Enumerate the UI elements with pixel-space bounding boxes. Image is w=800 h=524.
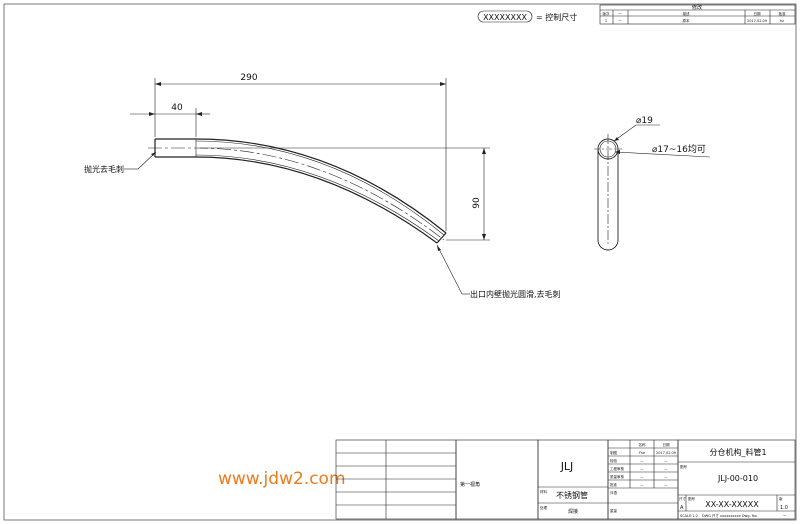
- pipe-centerline: [148, 147, 445, 241]
- svg-text:一: 一: [618, 12, 622, 16]
- svg-text:一: 一: [783, 514, 787, 518]
- svg-text:—: —: [664, 467, 668, 471]
- legend-equals-text: = 控制尺寸: [536, 12, 577, 22]
- svg-text:一: 一: [618, 19, 622, 23]
- svg-text:描述: 描述: [683, 11, 691, 16]
- pipe-inner-bottom: [195, 154, 440, 242]
- svg-text:质量审核: 质量审核: [610, 474, 624, 479]
- svg-text:版次: 版次: [603, 11, 611, 16]
- dim-90-text: 90: [472, 197, 482, 209]
- svg-text:图号: 图号: [680, 464, 688, 469]
- pipe-bottom-edge: [155, 156, 438, 244]
- svg-text:—: —: [640, 459, 644, 463]
- dim-vertical-drop: 90: [200, 147, 490, 241]
- title-block: 第一视角 JLJ 材料 不锈钢管 处理 焊接 名称 日期 制图 Fse 2017…: [335, 439, 796, 520]
- svg-text:材料: 材料: [540, 489, 548, 494]
- svg-text:名称: 名称: [639, 442, 647, 447]
- svg-text:SCALE:1:2: SCALE:1:2: [680, 514, 698, 518]
- svg-text:版: 版: [779, 496, 783, 501]
- svg-text:尺寸: 尺寸: [679, 496, 687, 501]
- pipe-outlet-end: [436, 232, 447, 244]
- process-value: 焊接: [568, 508, 578, 515]
- svg-text:—: —: [664, 475, 668, 479]
- svg-text:xxxxxxxxxx Dwg. No.: xxxxxxxxxx Dwg. No.: [720, 514, 758, 518]
- svg-text:原本: 原本: [683, 18, 691, 23]
- svg-text:2017.02.09: 2017.02.09: [656, 451, 676, 455]
- legend-box-text: XXXXXXXX: [483, 13, 527, 22]
- dim-overall-length: 290: [154, 73, 447, 231]
- pipe-inner-top: [195, 140, 445, 236]
- svg-text:Fse: Fse: [639, 451, 645, 455]
- legend-controlled-dim-box: [477, 10, 533, 23]
- revision-value: 1.0: [780, 505, 788, 511]
- svg-text:批准: 批准: [610, 482, 618, 487]
- dwg-number: XX-XX-XXXXX: [705, 500, 759, 509]
- drawing-number: JLJ-00-010: [717, 474, 758, 483]
- dim-straight-length: 40: [130, 103, 210, 137]
- note-outlet-text: 出口内壁抛光圆滑,去毛刺: [470, 289, 561, 299]
- pipe-section-view: ⌀19 ⌀17~16均可: [594, 116, 711, 251]
- svg-text:重量: 重量: [610, 508, 618, 513]
- svg-text:2017.02.09: 2017.02.09: [747, 19, 767, 23]
- svg-text:日期: 日期: [754, 11, 762, 16]
- sheet-border: [3, 3, 797, 521]
- material-value: 不锈钢管: [556, 490, 588, 500]
- revision-table: 修改 版次 一 描述 日期 批准 1 一 原本 2017.02.09 hz: [599, 4, 796, 25]
- view-angle-label: 第一视角: [460, 481, 480, 488]
- svg-text:—: —: [664, 483, 668, 487]
- note-left-end-text: 抛光去毛刺: [84, 164, 124, 174]
- svg-text:hz: hz: [780, 19, 784, 23]
- note-outlet: 出口内壁抛光圆滑,去毛刺: [436, 244, 561, 299]
- svg-text:1: 1: [605, 19, 607, 23]
- watermark: www.jdw2.com: [218, 469, 346, 489]
- svg-text:批准: 批准: [779, 11, 787, 16]
- svg-text:—: —: [640, 475, 644, 479]
- svg-text:图号: 图号: [688, 496, 696, 501]
- drawing-title: 分仓机构_料管1: [709, 447, 766, 457]
- svg-text:检验: 检验: [610, 458, 618, 463]
- svg-text:A: A: [680, 505, 684, 511]
- revision-table-title: 修改: [692, 4, 702, 11]
- svg-text:工程审核: 工程审核: [610, 466, 624, 471]
- svg-text:—: —: [640, 483, 644, 487]
- svg-text:—: —: [640, 467, 644, 471]
- svg-text:处理: 处理: [540, 505, 548, 510]
- svg-text:—: —: [664, 459, 668, 463]
- dim-290-text: 290: [240, 73, 257, 83]
- dim-40-text: 40: [171, 103, 183, 113]
- dim-outer-dia: ⌀19: [636, 116, 653, 126]
- svg-text:日期: 日期: [663, 442, 671, 447]
- company-name: JLJ: [560, 460, 574, 473]
- pipe-top-edge: [155, 138, 447, 234]
- pipe-side-view: [148, 138, 447, 244]
- svg-text:评语: 评语: [610, 490, 618, 495]
- dim-inner-dia: ⌀17~16均可: [652, 143, 706, 155]
- svg-text:制图: 制图: [610, 450, 618, 455]
- note-left-end: 抛光去毛刺: [84, 151, 157, 174]
- svg-text:DWG 尺寸: DWG 尺寸: [702, 513, 719, 518]
